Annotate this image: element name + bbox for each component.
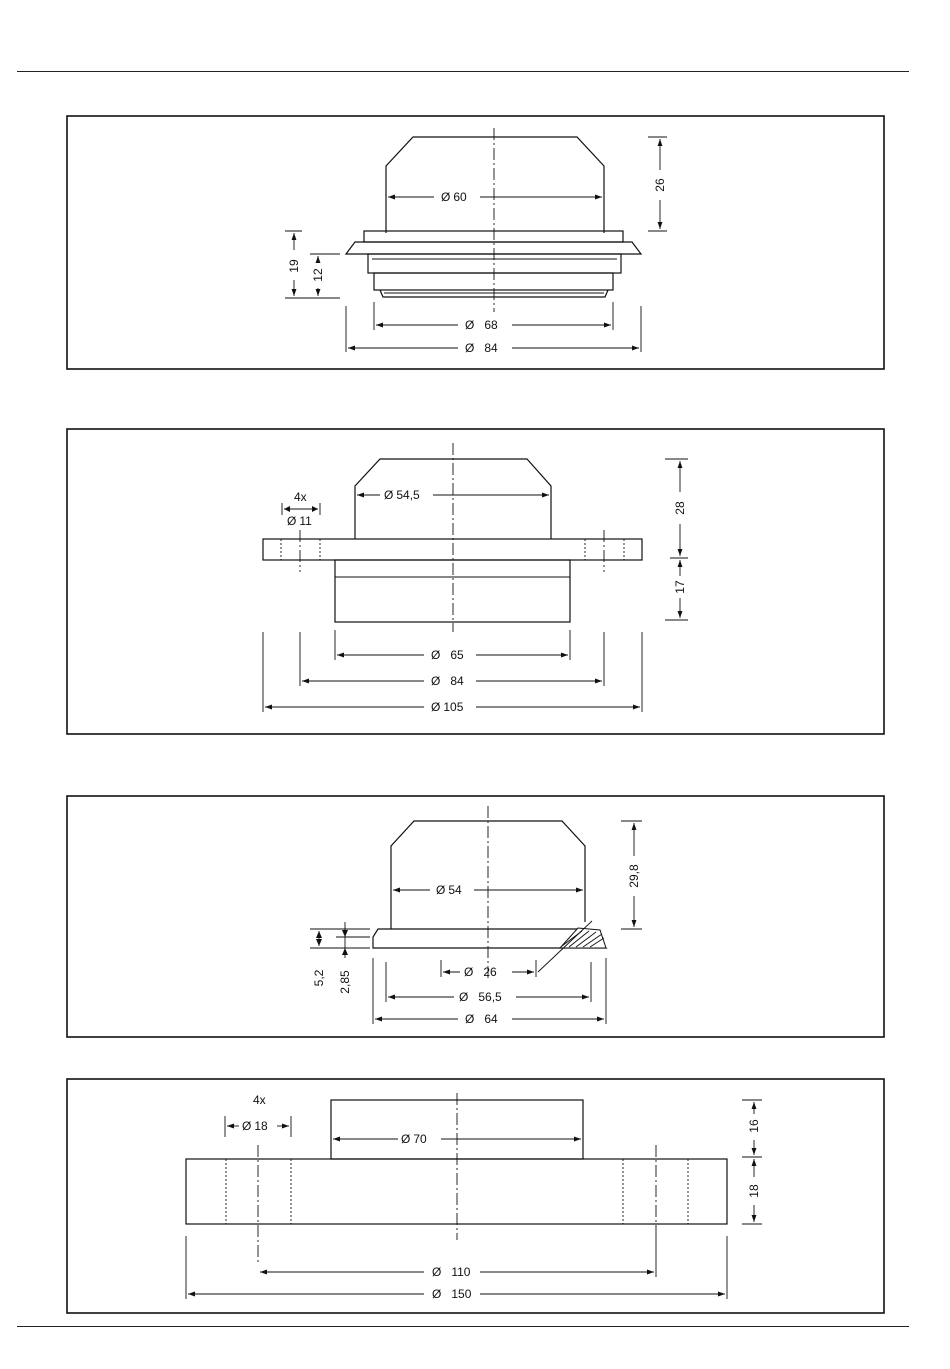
drawing-2-dim-h17: 17 bbox=[673, 580, 687, 594]
drawing-2-frame bbox=[67, 429, 884, 734]
drawing-4-frame bbox=[67, 1079, 884, 1313]
drawing-1-upper-ring bbox=[364, 231, 623, 242]
drawing-3-dim-h29-8: 29,8 bbox=[627, 864, 641, 888]
drawing-2-holes-count: 4x bbox=[294, 490, 307, 504]
drawing-2-dim-h28: 28 bbox=[673, 501, 687, 515]
drawing-1-dim-h19: 19 bbox=[287, 259, 301, 273]
drawing-1-cup-body bbox=[386, 137, 604, 233]
drawing-1-dim-h26: 26 bbox=[653, 178, 667, 192]
drawing-3-dim-h2-85: 2,85 bbox=[338, 970, 352, 994]
drawing-4-dim-h16: 16 bbox=[747, 1119, 761, 1133]
drawing-2-spigot bbox=[335, 560, 570, 622]
drawing-1-collar bbox=[368, 254, 621, 273]
drawing-3-dim-h5-2: 5,2 bbox=[312, 969, 326, 986]
drawing-1-flange bbox=[346, 242, 641, 254]
drawing-1-neck bbox=[374, 273, 613, 290]
drawing-3-frame bbox=[67, 796, 884, 1037]
drawing-1-dim-h12: 12 bbox=[311, 268, 325, 282]
drawing-4-holes-count: 4x bbox=[253, 1093, 266, 1107]
drawing-4-dim-h18: 18 bbox=[747, 1184, 761, 1198]
drawing-4-plate bbox=[186, 1159, 727, 1224]
